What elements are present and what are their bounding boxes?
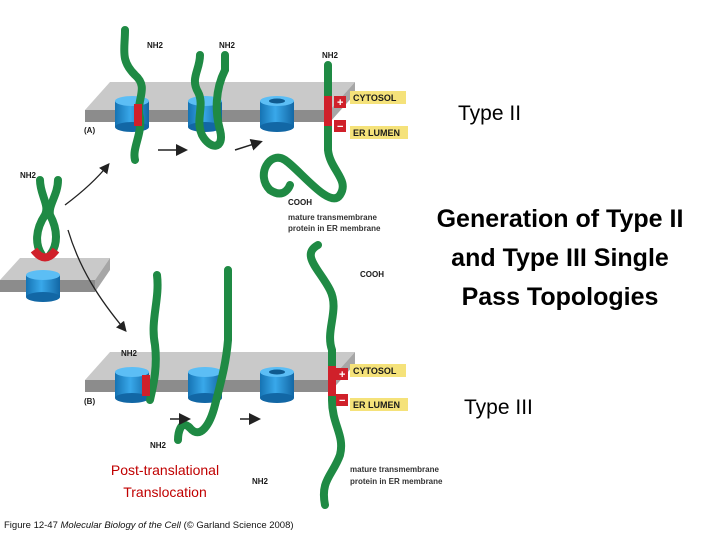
nh2-label-a1: NH2: [147, 41, 164, 50]
type-ii-label: Type II: [458, 102, 522, 125]
translocon-a3: [260, 96, 294, 132]
mature-protein-label-b1: mature transmembrane: [350, 465, 439, 474]
nh2-label-a3: NH2: [322, 51, 339, 60]
signal-anchor-left: [30, 247, 60, 262]
svg-text:−: −: [337, 121, 343, 133]
cooh-label-b: COOH: [360, 270, 384, 279]
nh2-label-left: NH2: [20, 171, 37, 180]
svg-text:+: +: [337, 97, 343, 109]
mature-protein-label-a1: mature transmembrane: [288, 213, 377, 222]
charge-markers-b: + −: [336, 368, 348, 407]
protein-chains-b: [146, 241, 346, 509]
signal-anchors-b: [142, 366, 336, 396]
nh2-label-b1: NH2: [121, 349, 138, 358]
mature-protein-label-a2: protein in ER membrane: [288, 224, 381, 233]
translocon-b3: [260, 367, 294, 403]
translocon-left: [26, 270, 60, 302]
signal-anchors-a: [134, 96, 332, 126]
er-lumen-tag-bg-b: [350, 398, 408, 411]
er-lumen-tag-b: ER LUMEN: [353, 400, 400, 410]
caption-book-title: Molecular Biology of the Cell: [60, 520, 181, 531]
arrows-a: [158, 139, 263, 156]
protein-chains-a: [120, 26, 347, 203]
mature-protein-label-b2: protein in ER membrane: [350, 477, 443, 486]
cooh-label-a: COOH: [288, 198, 312, 207]
type-iii-label: Type III: [464, 396, 533, 419]
er-lumen-tag-bg-a: [350, 126, 408, 139]
caption-suffix: (© Garland Science 2008): [183, 520, 294, 531]
figure-caption: Figure 12-47 Molecular Biology of the Ce…: [4, 520, 294, 531]
caption-prefix: Figure 12-47: [4, 520, 58, 531]
nh2-label-b2: NH2: [150, 441, 167, 450]
slide-title: Generation of Type II and Type III Singl…: [436, 205, 684, 311]
protein-left: [33, 176, 62, 259]
cytosol-tag-a: CYTOSOL: [353, 93, 397, 103]
nh2-label-a2: NH2: [219, 41, 236, 50]
cytosol-tag-bg-a: [350, 91, 406, 104]
svg-text:+: +: [339, 369, 345, 381]
panel-a-label: (A): [84, 126, 95, 135]
post-translational-label: Post-translational Translocation: [110, 462, 220, 500]
er-lumen-tag-a: ER LUMEN: [353, 128, 400, 138]
svg-text:−: −: [339, 395, 345, 407]
cytosol-tag-bg-b: [350, 364, 406, 377]
charge-markers-a: + −: [334, 96, 346, 133]
arrows-left: [64, 162, 127, 332]
nh2-label-b3: NH2: [252, 477, 269, 486]
translocon-b2: [188, 367, 222, 403]
cytosol-tag-b: CYTOSOL: [353, 366, 397, 376]
panel-b-label: (B): [84, 397, 95, 406]
